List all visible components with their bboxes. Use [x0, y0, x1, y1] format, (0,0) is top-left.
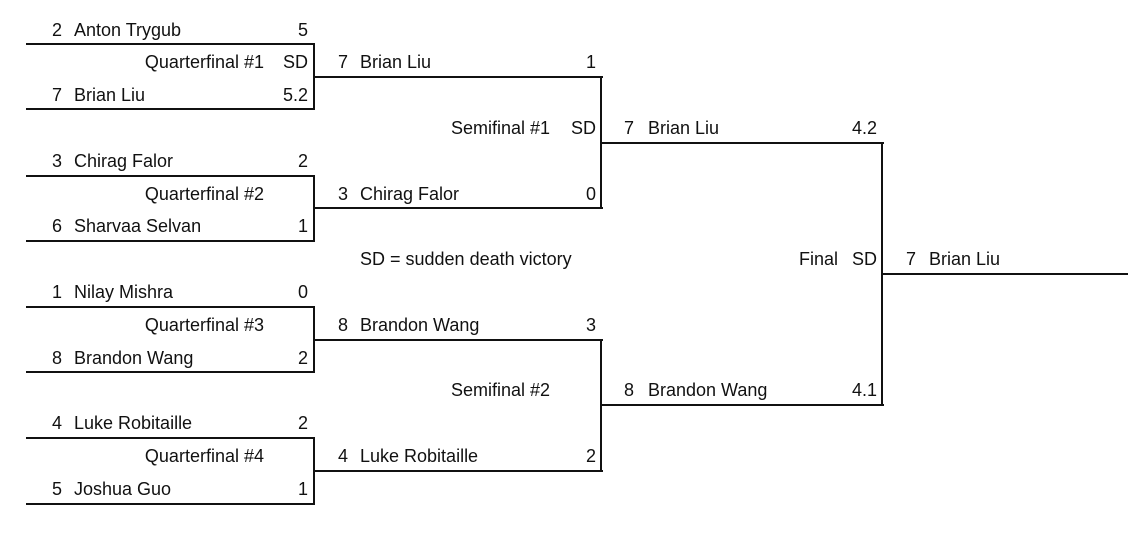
qf3-bottom-score: 2 — [297, 348, 308, 368]
qf1-label: Quarterfinal #1 — [144, 52, 264, 72]
sf2-bottom-seed: 4 — [337, 446, 348, 466]
sd-legend: SD = sudden death victory — [360, 249, 572, 269]
qf4-top-name: Luke Robitaille — [74, 413, 193, 433]
qf3-top-score: 0 — [297, 282, 308, 302]
sf2-bottom-name: Luke Robitaille — [360, 446, 479, 466]
sf1-bottom-line — [313, 207, 603, 209]
qf3-label: Quarterfinal #3 — [144, 315, 264, 335]
qf2-bottom-name: Sharvaa Selvan — [74, 216, 202, 236]
qf2-top-line — [26, 175, 315, 177]
qf1-bottom-name: Brian Liu — [74, 85, 146, 105]
sf1-bottom-seed: 3 — [337, 184, 348, 204]
sf1-top-seed: 7 — [337, 52, 348, 72]
qf2-bottom-seed: 6 — [51, 216, 62, 236]
champion-name: Brian Liu — [929, 249, 1001, 269]
sf2-bottom-score: 2 — [585, 446, 596, 466]
qf3-top-name: Nilay Mishra — [74, 282, 174, 302]
qf3-bottom-seed: 8 — [51, 348, 62, 368]
final-top-line — [600, 142, 884, 144]
sf2-top-line — [313, 339, 603, 341]
sf1-bottom-name: Chirag Falor — [360, 184, 460, 204]
qf1-top-seed: 2 — [51, 20, 62, 40]
final-bottom-line — [600, 404, 884, 406]
qf3-bottom-line — [26, 371, 315, 373]
sf1-sd-mark: SD — [570, 118, 596, 138]
final-top-name: Brian Liu — [648, 118, 720, 138]
qf1-bottom-line — [26, 108, 315, 110]
sf2-bottom-line — [313, 470, 603, 472]
qf2-top-seed: 3 — [51, 151, 62, 171]
qf2-label: Quarterfinal #2 — [144, 184, 264, 204]
qf1-top-line — [26, 43, 315, 45]
qf3-top-line — [26, 306, 315, 308]
qf4-bottom-line — [26, 503, 315, 505]
qf4-bottom-seed: 5 — [51, 479, 62, 499]
qf2-bottom-line — [26, 240, 315, 242]
final-bottom-score: 4.1 — [851, 380, 877, 400]
champion-seed: 7 — [905, 249, 916, 269]
qf4-top-score: 2 — [297, 413, 308, 433]
final-sd-mark: SD — [851, 249, 877, 269]
qf2-top-score: 2 — [297, 151, 308, 171]
qf4-label: Quarterfinal #4 — [144, 446, 264, 466]
sf1-label: Semifinal #1 — [450, 118, 550, 138]
qf3-top-seed: 1 — [51, 282, 62, 302]
qf4-top-seed: 4 — [51, 413, 62, 433]
final-top-seed: 7 — [623, 118, 634, 138]
qf3-bottom-name: Brandon Wang — [74, 348, 194, 368]
final-bottom-name: Brandon Wang — [648, 380, 768, 400]
qf2-bottom-score: 1 — [297, 216, 308, 236]
qf4-bottom-score: 1 — [297, 479, 308, 499]
sf1-top-line — [313, 76, 603, 78]
sf2-top-seed: 8 — [337, 315, 348, 335]
final-bottom-seed: 8 — [623, 380, 634, 400]
sf2-label: Semifinal #2 — [450, 380, 550, 400]
sf2-top-score: 3 — [585, 315, 596, 335]
sf1-top-score: 1 — [585, 52, 596, 72]
qf4-top-line — [26, 437, 315, 439]
qf1-bottom-seed: 7 — [51, 85, 62, 105]
final-top-score: 4.2 — [851, 118, 877, 138]
qf4-bottom-name: Joshua Guo — [74, 479, 172, 499]
qf1-top-score: 5 — [297, 20, 308, 40]
qf2-top-name: Chirag Falor — [74, 151, 174, 171]
sf2-top-name: Brandon Wang — [360, 315, 480, 335]
champion-line — [881, 273, 1128, 275]
sf1-bottom-score: 0 — [585, 184, 596, 204]
qf1-sd-mark: SD — [282, 52, 308, 72]
final-label: Final — [798, 249, 838, 269]
sf1-top-name: Brian Liu — [360, 52, 432, 72]
qf1-bottom-score: 5.2 — [282, 85, 308, 105]
qf1-top-name: Anton Trygub — [74, 20, 182, 40]
